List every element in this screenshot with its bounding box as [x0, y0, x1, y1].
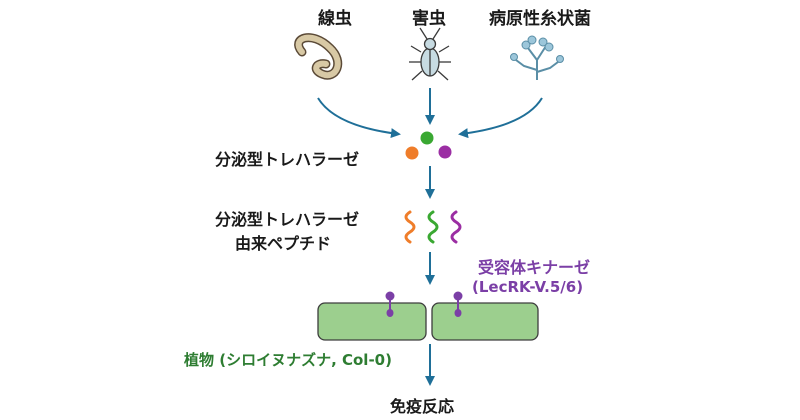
peptide-label-line1: 分泌型トレハラーゼ [215, 210, 360, 229]
trehalase-dot-green [420, 131, 434, 145]
plant-cell-left [317, 302, 427, 341]
peptide-label-line2: 由来ペプチド [235, 234, 332, 253]
source-label-fungus: 病原性糸状菌 [489, 9, 591, 29]
receptor-left [385, 291, 395, 317]
peptide-green [427, 210, 439, 244]
receptor-right [453, 291, 463, 317]
receptor-label-line2: (LecRK-V.5/6) [472, 278, 584, 296]
plant-label: 植物 (シロイヌナズナ, Col-0) [184, 351, 392, 369]
insect-icon [409, 27, 451, 81]
trehalase-dot-orange [405, 146, 419, 160]
fungus-icon [510, 35, 564, 80]
source-label-pest: 害虫 [412, 9, 446, 29]
receptor-label-line1: 受容体キナーゼ [478, 258, 591, 277]
peptide-purple [450, 210, 462, 244]
peptide-orange [404, 210, 416, 244]
source-label-nematode: 線虫 [318, 9, 352, 29]
nematode-icon [294, 33, 343, 80]
plant-cell-right [431, 302, 539, 341]
immune-response-label: 免疫反応 [390, 397, 455, 416]
trehalase-label: 分泌型トレハラーゼ [215, 150, 360, 169]
arrow-fungus [458, 97, 543, 139]
arrow-nematode [317, 97, 401, 139]
trehalase-dot-purple [438, 145, 452, 159]
